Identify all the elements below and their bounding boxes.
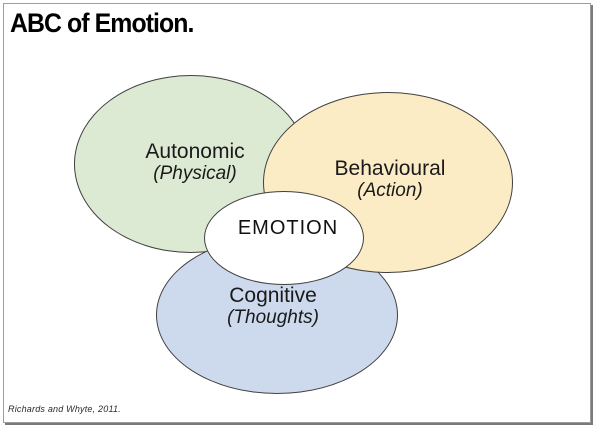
attribution-text: Richards and Whyte, 2011. [8,404,121,414]
emotion-ellipse [204,191,364,285]
page-title: ABC of Emotion. [10,8,194,38]
